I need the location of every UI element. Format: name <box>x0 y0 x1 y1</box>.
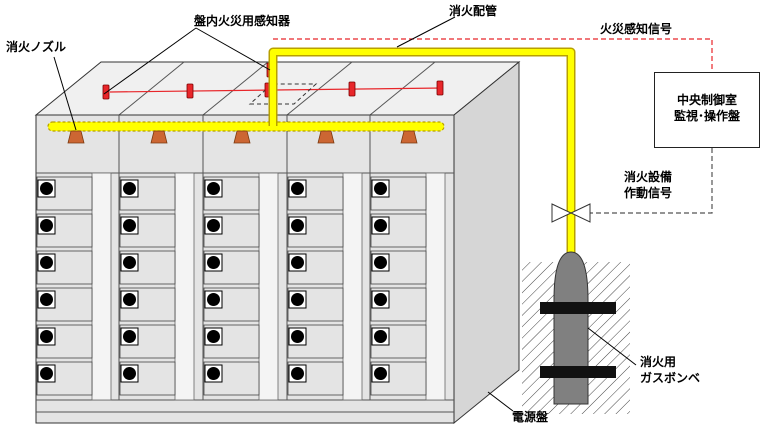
indicator-lamp-icon <box>207 330 220 343</box>
indicator-lamp-icon <box>123 367 136 380</box>
indicator-lamp-icon <box>40 219 53 232</box>
activation-line2: 作動信号 <box>624 186 673 200</box>
panel-columns <box>118 115 371 400</box>
valve-icon <box>551 203 591 223</box>
indicator-lamp-icon <box>207 367 220 380</box>
indicator-lamp-icon <box>40 367 53 380</box>
panel-strip <box>342 172 363 401</box>
indicator-lamp-icon <box>123 219 136 232</box>
distribution-pipe <box>47 121 445 132</box>
indicator-lamp-icon <box>40 330 53 343</box>
control-room-line1: 中央制御室 <box>676 93 737 107</box>
fire-signal-label: 火災感知信号 <box>600 22 673 36</box>
control-room-line2: 監視･操作盤 <box>673 109 740 123</box>
fire-detector-icon <box>348 81 356 97</box>
indicator-lamp-icon <box>374 330 387 343</box>
indicator-lamp-icon <box>291 367 304 380</box>
panel-strip <box>258 172 279 401</box>
gas-cylinder-line2: ガスボンベ <box>640 371 701 385</box>
indicator-lamp-icon <box>291 219 304 232</box>
indicator-lamp-icon <box>123 330 136 343</box>
indicator-lamp-icon <box>40 182 53 195</box>
indicator-lamp-icon <box>123 182 136 195</box>
panel-detector-label: 盤内火災用感知器 <box>194 14 291 28</box>
indicator-lamp-icon <box>40 256 53 269</box>
indicator-lamp-icon <box>207 293 220 306</box>
control-room-box: 中央制御室 監視･操作盤 <box>654 72 760 148</box>
indicator-lamp-icon <box>207 219 220 232</box>
indicator-lamp-icon <box>207 182 220 195</box>
indicator-lamp-icon <box>123 256 136 269</box>
pipe-label: 消火配管 <box>449 4 498 18</box>
panel-strip <box>425 172 446 401</box>
gas-cylinder-icon <box>540 251 616 405</box>
nozzle-icon <box>400 130 418 144</box>
indicator-lamp-icon <box>207 256 220 269</box>
panel-detectors <box>102 62 444 100</box>
nozzle-icon <box>150 130 168 144</box>
nozzles <box>67 130 418 144</box>
indicator-lamp-icon <box>374 219 387 232</box>
nozzle-label: 消火ノズル <box>6 40 67 54</box>
indicator-lamp-icon <box>374 293 387 306</box>
power-panel-label: 電源盤 <box>512 410 549 424</box>
nozzle-icon <box>233 130 251 144</box>
indicator-lamp-icon <box>291 330 304 343</box>
indicator-lamp-icon <box>291 293 304 306</box>
indicator-lamp-icon <box>374 256 387 269</box>
gas-cylinder-line1: 消火用 <box>640 355 677 369</box>
panel-side-face <box>453 60 520 425</box>
indicator-lamp-icon <box>374 367 387 380</box>
activation-signal-line <box>588 148 713 214</box>
fire-signal-line <box>273 38 713 72</box>
main-pipe <box>268 47 576 262</box>
panel-strip <box>174 172 195 401</box>
power-panel <box>34 60 521 425</box>
activation-line1: 消火設備 <box>624 170 673 184</box>
panel-units <box>36 172 446 401</box>
leader-lines <box>53 16 637 412</box>
panel-strip <box>91 172 112 401</box>
fire-detector-icon <box>186 83 194 99</box>
indicator-lamp-icon <box>291 256 304 269</box>
indicator-lamp-icon <box>123 293 136 306</box>
nozzle-icon <box>67 130 85 144</box>
indicator-lamp-icon <box>291 182 304 195</box>
indicator-lamp-icon <box>40 293 53 306</box>
fire-detector-icon <box>436 80 444 96</box>
indicator-lamp-icon <box>374 182 387 195</box>
nozzle-icon <box>317 130 335 144</box>
